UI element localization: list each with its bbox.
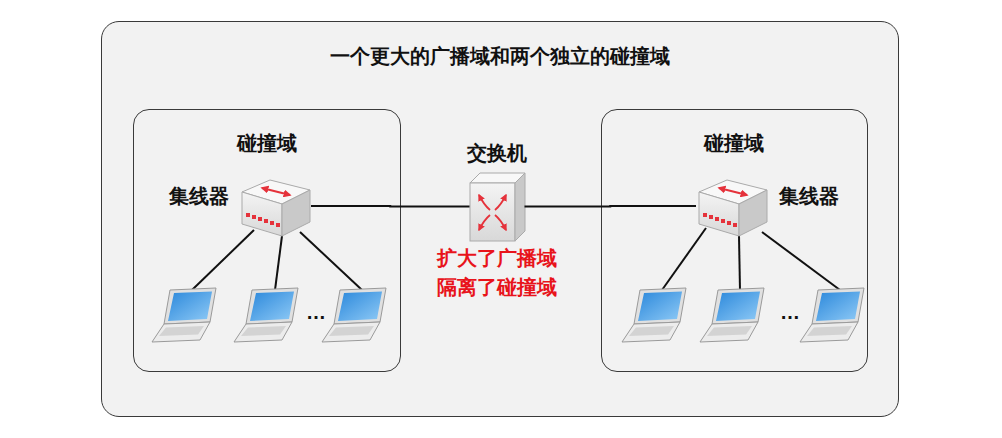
device-label: 集线器 [169, 183, 229, 209]
ellipsis-label: … [780, 299, 800, 325]
switch-arrow [479, 195, 490, 210]
device-label: 集线器 [779, 183, 839, 209]
switch-front [470, 183, 515, 241]
switch-arrow [495, 215, 506, 230]
text-slot: 集线器 [779, 183, 839, 209]
text-slot: 隔离了碰撞域 [437, 274, 557, 300]
label-slot: … [780, 299, 800, 325]
switch-arrow [495, 195, 506, 210]
ellipsis-label: … [306, 299, 326, 325]
device-label: 交换机 [467, 140, 527, 166]
text-slot: 碰撞域 [704, 130, 764, 156]
switch-arrow [479, 215, 490, 230]
lan-wire [739, 236, 740, 290]
text-slot: 碰撞域 [237, 130, 297, 156]
text-slot: 一个更大的广播域和两个独立的碰撞域 [330, 43, 670, 69]
switch-icon [470, 173, 525, 241]
switch-note: 隔离了碰撞域 [437, 274, 557, 300]
switch-arrows [479, 195, 506, 230]
switch-note: 扩大了广播域 [437, 245, 557, 271]
diagram-title: 一个更大的广播域和两个独立的碰撞域 [330, 43, 670, 69]
label-slot: … [306, 299, 326, 325]
switch-side [515, 173, 525, 241]
text-slot: 扩大了广播域 [437, 245, 557, 271]
domain-heading: 碰撞域 [704, 130, 764, 156]
text-slot: 交换机 [467, 140, 527, 166]
text-slot: 集线器 [169, 183, 229, 209]
domain-heading: 碰撞域 [237, 130, 297, 156]
